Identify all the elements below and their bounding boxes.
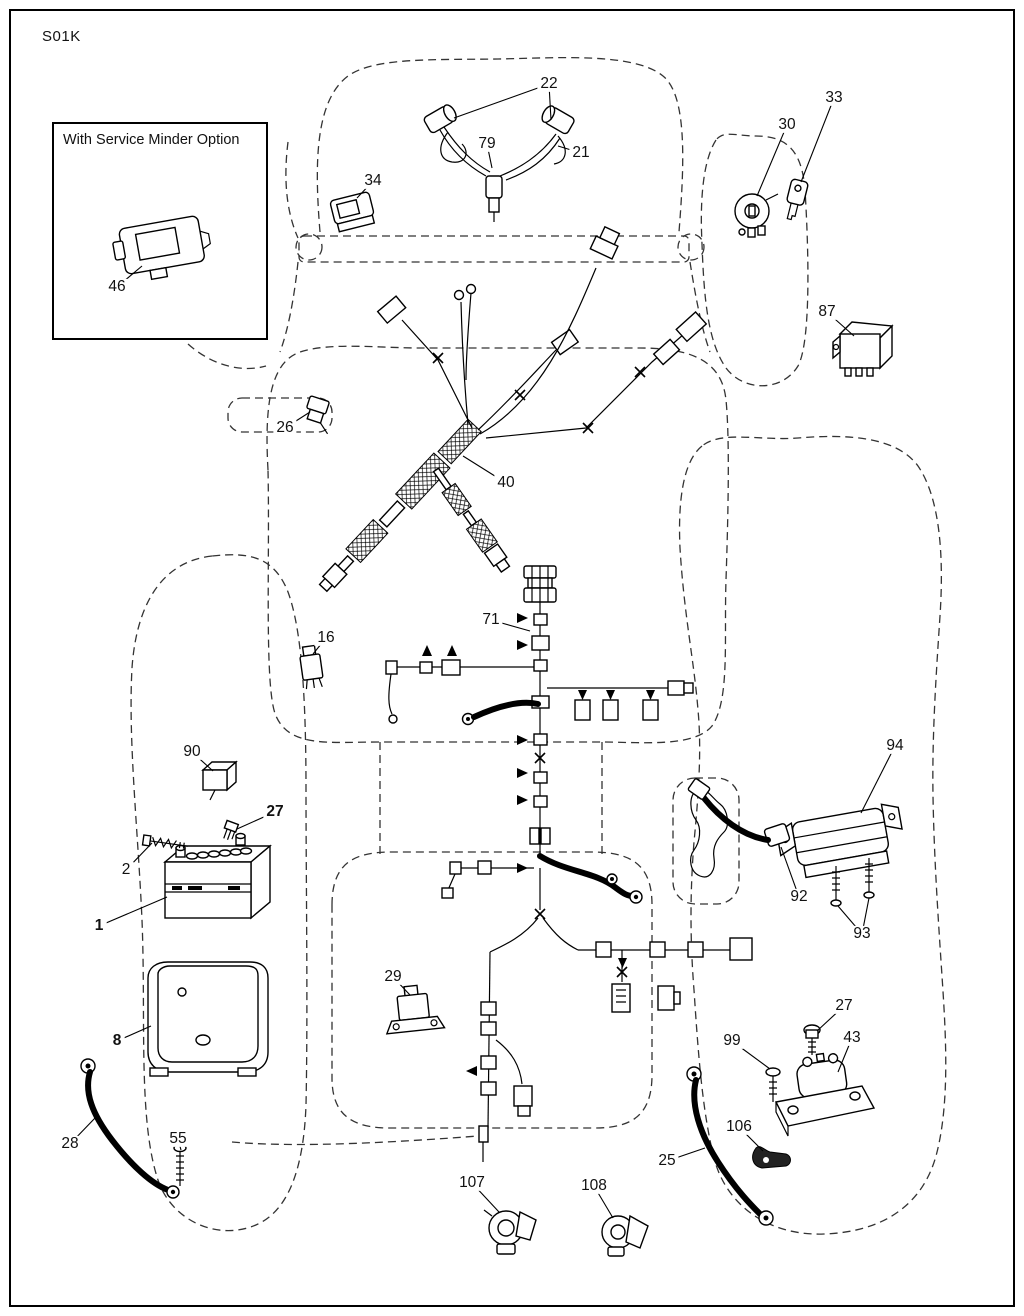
battery bbox=[163, 832, 272, 920]
leader-line-16 bbox=[312, 637, 327, 655]
leader-line-94 bbox=[860, 745, 896, 814]
leader-line-93 bbox=[837, 905, 863, 935]
leader-line-22 bbox=[548, 83, 552, 121]
leader-line-25 bbox=[666, 1147, 706, 1162]
leader-line-22 bbox=[453, 83, 550, 119]
part-107 bbox=[483, 1209, 537, 1255]
headlight-harness bbox=[423, 104, 575, 222]
leader-line-92 bbox=[780, 846, 800, 898]
switch-16 bbox=[299, 644, 324, 690]
leader-line-28 bbox=[69, 1116, 97, 1145]
leader-line-55 bbox=[177, 1138, 182, 1151]
bolt-27b bbox=[803, 1024, 821, 1055]
leader-line-87 bbox=[826, 311, 855, 337]
leader-line-1 bbox=[98, 896, 168, 927]
leader-line-34 bbox=[356, 180, 374, 199]
harness-wires bbox=[376, 225, 708, 439]
leader-line-107 bbox=[471, 1182, 500, 1213]
battery-cable-25 bbox=[686, 1066, 774, 1226]
leader-line-26 bbox=[284, 411, 311, 429]
clamp-106 bbox=[752, 1146, 791, 1169]
leader-line-40 bbox=[462, 455, 507, 484]
service-minder-module bbox=[112, 215, 211, 281]
relay-87 bbox=[832, 321, 894, 377]
leader-line-71 bbox=[490, 619, 531, 632]
leader-line-93 bbox=[861, 897, 870, 935]
leader-line-30 bbox=[756, 124, 788, 197]
ground-cable-28 bbox=[80, 1058, 180, 1199]
leader-line-90 bbox=[191, 751, 214, 772]
fuse-26 bbox=[306, 395, 330, 435]
ignition-key bbox=[786, 178, 809, 221]
inset-label: With Service Minder Option bbox=[63, 132, 240, 148]
service-minder-inset: With Service Minder Option bbox=[52, 122, 268, 340]
screw-99 bbox=[765, 1067, 781, 1102]
leader-line-79 bbox=[486, 143, 493, 169]
leader-line-8 bbox=[116, 1025, 152, 1042]
switch-29 bbox=[385, 984, 446, 1035]
ignition-switch bbox=[734, 193, 779, 238]
leader-line-2 bbox=[125, 842, 153, 871]
leader-line-99 bbox=[731, 1040, 771, 1070]
leader-line-43 bbox=[837, 1037, 853, 1073]
solenoid-43 bbox=[774, 1052, 876, 1137]
leader-line-33 bbox=[800, 97, 835, 183]
leader-line-27a bbox=[236, 811, 276, 830]
screws-93 bbox=[830, 858, 875, 907]
bolt-27a bbox=[223, 819, 240, 840]
leader-line-108 bbox=[593, 1185, 614, 1219]
leader-line-29 bbox=[392, 976, 411, 996]
leader-line-27b bbox=[816, 1005, 845, 1032]
wiring-harness-trunk bbox=[318, 418, 511, 593]
page-border bbox=[9, 9, 1015, 1307]
page-code: S01K bbox=[42, 28, 81, 45]
leader-line-106 bbox=[738, 1126, 764, 1152]
switch-34 bbox=[329, 191, 376, 233]
part-90 bbox=[201, 760, 238, 801]
connector-92 bbox=[687, 778, 791, 847]
part-108 bbox=[601, 1214, 649, 1257]
battery-tray bbox=[147, 961, 269, 1077]
bolt-2 bbox=[141, 834, 188, 850]
inline-connector-chain bbox=[385, 565, 753, 1162]
leader-line-21 bbox=[557, 145, 582, 154]
